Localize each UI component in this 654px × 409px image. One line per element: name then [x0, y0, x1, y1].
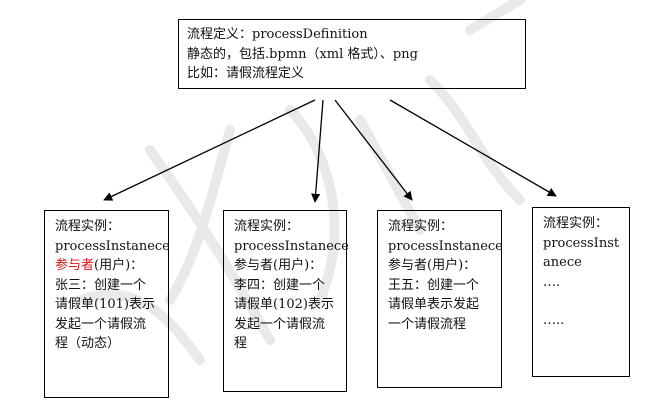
- instance-description: 王五：创建一个请假单表示发起一个请假流程: [388, 277, 480, 332]
- instance-title: 流程实例：: [234, 219, 300, 234]
- arrow-to-instance-3: [334, 99, 413, 201]
- instance-description: 张三：创建一个请假单(101)表示发起一个请假流程（动态）: [55, 277, 155, 352]
- arrow-to-instance-4: [389, 99, 557, 197]
- participant-label: 参与者: [388, 258, 428, 273]
- participant-label: 参与者: [55, 258, 95, 273]
- process-instance-box-1: 流程实例： processInstanece 参与者(用户)： 张三：创建一个请…: [44, 210, 170, 398]
- instance-name: processInstanece: [388, 238, 503, 254]
- participant-line: 参与者(用户)：: [388, 256, 491, 276]
- process-definition-box: 流程定义：processDefinition 静态的，包括.bpmn（xml 格…: [178, 19, 526, 89]
- instance-title: 流程实例：: [55, 219, 121, 234]
- process-instance-box-2: 流程实例： processInstanece 参与者(用户)： 李四：创建一个请…: [223, 210, 349, 392]
- instance-title: 流程实例：: [543, 216, 609, 231]
- ellipsis-1: ….: [543, 274, 561, 290]
- instance-description: 李四：创建一个请假单(102)表示发起一个请假流程: [234, 277, 334, 352]
- instance-name: processInstanece: [55, 238, 170, 254]
- participant-suffix: (用户)：: [94, 258, 144, 273]
- participant-suffix: (用户)：: [273, 258, 323, 273]
- process-instance-box-3: 流程实例： processInstanece 参与者(用户)： 王五：创建一个请…: [377, 210, 503, 388]
- participant-line: 参与者(用户)：: [234, 256, 336, 276]
- participant-label: 参与者: [234, 258, 274, 273]
- definition-line-1: 流程定义：processDefinition: [187, 27, 368, 42]
- instance-title: 流程实例：: [388, 219, 454, 234]
- definition-line-3: 比如：请假流程定义: [187, 66, 305, 81]
- arrow-to-instance-2: [311, 99, 324, 203]
- process-instance-box-4: 流程实例： processInst anece …. …..: [532, 207, 630, 377]
- participant-line: 参与者(用户)：: [55, 256, 158, 276]
- arrow-to-instance-1: [103, 99, 316, 201]
- ellipsis-2: …..: [543, 313, 565, 328]
- participant-suffix: (用户)：: [427, 258, 477, 273]
- definition-line-2: 静态的，包括.bpmn（xml 格式）、png: [187, 46, 418, 62]
- instance-name: processInstanece: [234, 238, 349, 254]
- instance-name-part-1: processInst: [543, 235, 620, 251]
- instance-name-part-2: anece: [543, 255, 582, 270]
